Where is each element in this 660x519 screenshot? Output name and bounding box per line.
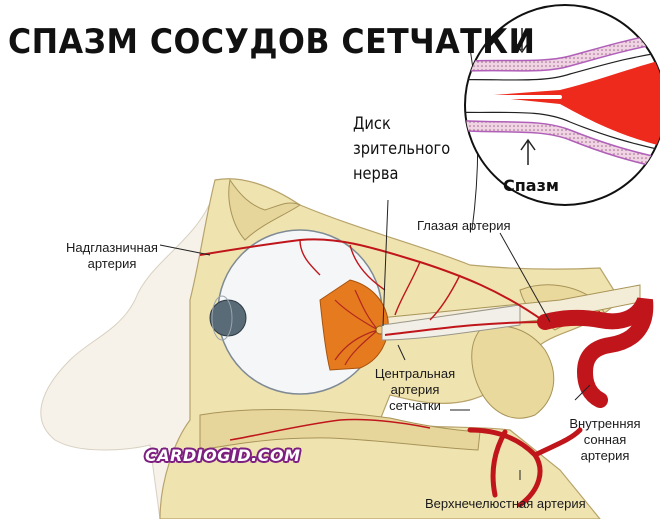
spasm-arrow-bottom bbox=[520, 138, 536, 165]
palate-bone bbox=[199, 408, 481, 451]
watermark: CARDIOGID.COM bbox=[145, 446, 301, 465]
spasm-arrow-top bbox=[514, 28, 530, 54]
orbital-rim bbox=[228, 178, 301, 241]
cornea bbox=[211, 295, 233, 341]
internal-carotid-artery bbox=[537, 296, 654, 408]
central-retinal-label-line1: Центральная bbox=[374, 366, 456, 381]
sphenoid-bone bbox=[471, 325, 555, 419]
optic-disc-label-line1: Диск bbox=[353, 114, 391, 134]
central-retinal-artery bbox=[384, 311, 601, 336]
ophthalmic-artery-label: Глазая артерия bbox=[417, 218, 511, 233]
spasm-label: Спазм bbox=[503, 176, 559, 195]
maxillary-artery-label: Верхнечелюстная артерия bbox=[425, 496, 586, 511]
vessel-intima-upper bbox=[465, 49, 660, 81]
optic-disc-label-line2: зрительного bbox=[353, 139, 451, 159]
vessel-intima-lower bbox=[465, 111, 660, 155]
flow-arrow bbox=[472, 86, 562, 108]
central-retinal-label-line2: артерия bbox=[390, 382, 440, 397]
page-title: СПАЗМ СОСУДОВ СЕТЧАТКИ bbox=[8, 22, 536, 62]
supraorbital-artery bbox=[199, 238, 546, 323]
internal-carotid-label-line1: Внутренняя bbox=[569, 416, 641, 431]
maxillary-artery bbox=[467, 427, 583, 508]
internal-carotid-label-line2: сонная bbox=[583, 432, 627, 447]
supraorbital-artery-label: Надглазничная артерия bbox=[62, 240, 162, 272]
ophthalmic-branches bbox=[299, 239, 461, 321]
central-retinal-label-line3: сетчатки bbox=[389, 398, 441, 413]
optic-disc-label-line3: нерва bbox=[353, 164, 399, 184]
internal-carotid-artery-label: Внутренняя сонная артерия bbox=[555, 416, 655, 464]
blood-flow bbox=[480, 55, 660, 150]
optic-disc-label: Диск зрительного нерва bbox=[353, 112, 450, 187]
supraorbital-label-line2: артерия bbox=[87, 256, 137, 271]
supraorbital-label-line1: Надглазничная bbox=[66, 240, 158, 255]
leader-lines bbox=[159, 47, 591, 480]
iris bbox=[209, 299, 247, 337]
vessel-wall-upper bbox=[465, 29, 660, 73]
central-retinal-artery-label: Центральная артерия сетчатки bbox=[365, 366, 465, 414]
retina-vessels bbox=[334, 289, 379, 366]
facial-artery-branches bbox=[229, 418, 431, 441]
face-profile bbox=[40, 189, 216, 519]
internal-carotid-label-line3: артерия bbox=[580, 448, 630, 463]
